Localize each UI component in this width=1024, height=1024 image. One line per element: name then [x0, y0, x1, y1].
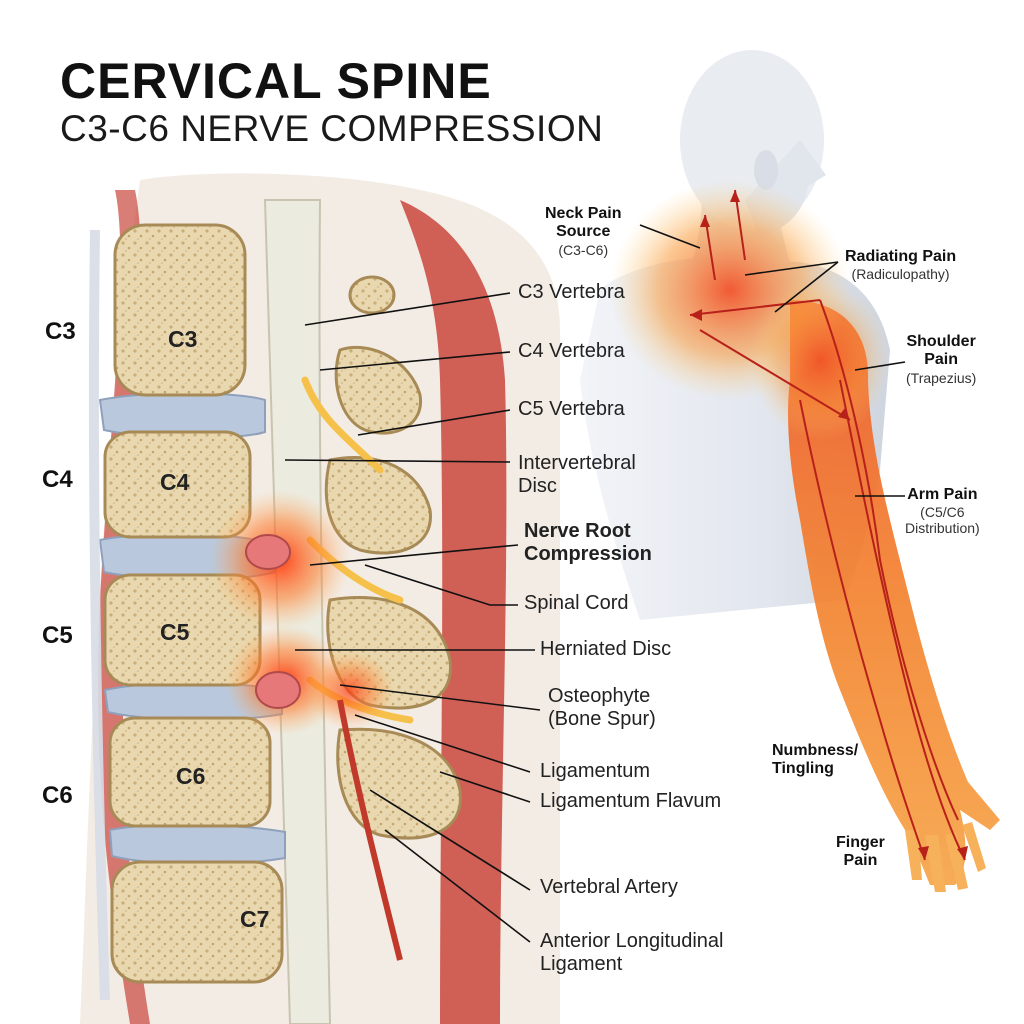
label-intervertebral-disc: Intervertebral Disc	[518, 452, 636, 497]
pain-label-numbness: Numbness/ Tingling	[772, 742, 858, 779]
pain-label-shoulder: Shoulder Pain (Trapezius)	[906, 333, 976, 386]
vertebra-label-c6: C6	[176, 763, 206, 789]
pain-label-finger-title: Finger Pain	[836, 834, 885, 870]
vertebra-label-c5: C5	[160, 619, 190, 645]
vertebra-label-c3: C3	[168, 326, 198, 352]
label-spinal-cord: Spinal Cord	[524, 592, 629, 614]
label-osteophyte: Osteophyte (Bone Spur)	[548, 685, 656, 730]
level-label-c3: C3	[45, 318, 76, 345]
pain-label-radiating-title: Radiating Pain	[845, 248, 957, 265]
pain-label-radiating-sub: (Radiculopathy)	[851, 266, 950, 283]
page-title: CERVICAL SPINE	[60, 53, 492, 109]
label-c5-vertebra: C5 Vertebra	[518, 398, 625, 420]
spine-illustration	[80, 173, 560, 1024]
level-label-c4: C4	[42, 466, 73, 493]
pain-label-shoulder-title: Shoulder Pain	[906, 333, 976, 369]
label-ligamentum-flavum: Ligamentum Flavum	[540, 790, 722, 812]
body-figure	[580, 50, 1000, 892]
pain-label-neck-sub: (C3-C6)	[558, 241, 609, 258]
leader-lines	[284, 224, 906, 943]
pain-label-arm: Arm Pain (C5/C6 Distribution)	[905, 486, 980, 537]
pain-label-numbness-title: Numbness/ Tingling	[772, 742, 859, 778]
label-herniated-disc: Herniated Disc	[540, 638, 672, 660]
page-subtitle: C3-C6 NERVE COMPRESSION	[60, 108, 604, 149]
pain-label-arm-title: Arm Pain	[907, 486, 978, 503]
label-anterior-longitudinal-ligament: Anterior Longitudinal Ligament	[540, 930, 724, 975]
pain-label-radiating: Radiating Pain (Radiculopathy)	[845, 248, 956, 282]
label-c3-vertebra: C3 Vertebra	[518, 281, 625, 303]
pain-label-finger: Finger Pain	[836, 834, 885, 871]
label-c4-vertebra: C4 Vertebra	[518, 340, 625, 362]
pain-label-neck: Neck Pain Source (C3-C6)	[545, 205, 621, 258]
vertebra-label-c7: C7	[240, 906, 270, 932]
pain-label-arm-sub: (C5/C6 Distribution)	[905, 504, 980, 537]
pain-label-neck-title: Neck Pain Source	[545, 205, 622, 241]
level-label-c5: C5	[42, 622, 73, 649]
label-ligamentum: Ligamentum	[540, 760, 651, 782]
label-nerve-root-compression: Nerve Root Compression	[524, 520, 652, 565]
pain-label-shoulder-sub: (Trapezius)	[906, 369, 977, 386]
label-vertebral-artery: Vertebral Artery	[540, 876, 678, 898]
level-label-c6: C6	[42, 782, 73, 809]
vertebra-label-c4: C4	[160, 469, 190, 495]
